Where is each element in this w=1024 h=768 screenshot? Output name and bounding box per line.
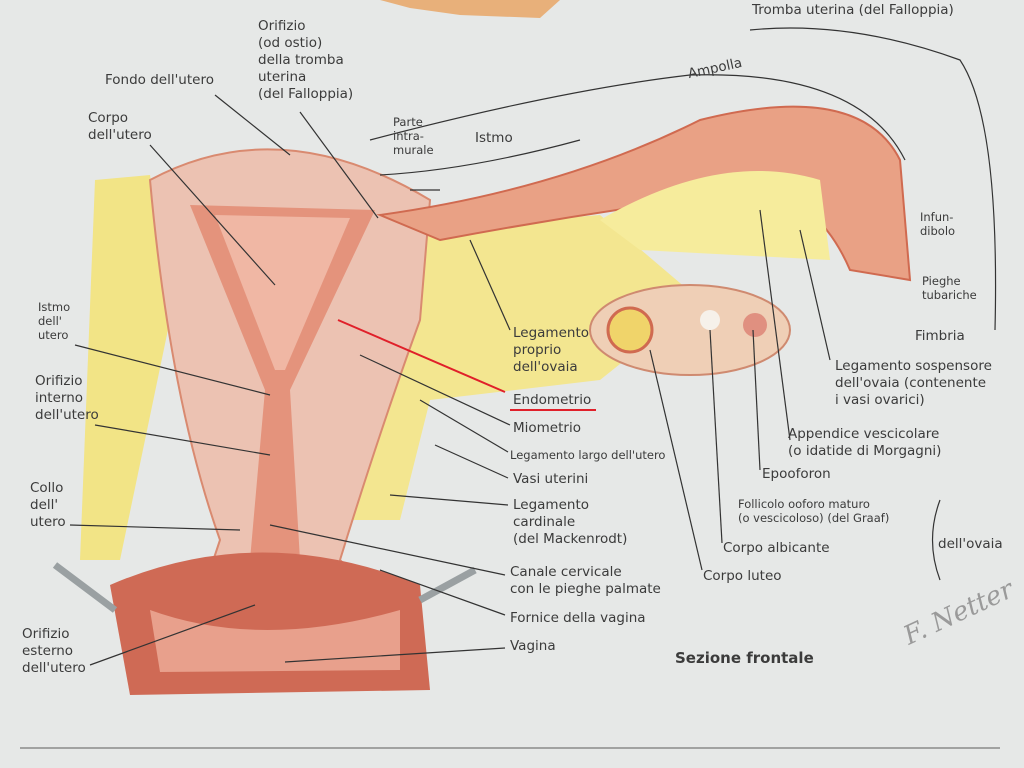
label-appendice-vescicolare: Appendice vescicolare (o idatide di Morg… [788,426,942,459]
broad-ligament-right [350,215,700,520]
corpus-luteum [606,306,654,354]
leader-lines [69,27,997,666]
label-orifizio-esterno: Orifizio esterno dell'utero [22,626,86,676]
label-orifizio-interno: Orifizio interno dell'utero [35,373,99,423]
label-collo-utero: Collo dell' utero [30,480,66,530]
label-istmo: Istmo [475,130,513,146]
label-canale-cervicale: Canale cervicale con le pieghe palmate [510,564,661,597]
label-tromba-uterina: Tromba uterina (del Falloppia) [752,2,954,18]
retractor-right [418,566,477,604]
follicle [743,313,767,337]
label-epooforon: Epooforon [762,466,831,482]
label-corpo-luteo: Corpo luteo [703,568,782,584]
label-legamento-largo: Legamento largo dell'utero [510,448,666,462]
label-fondo-utero: Fondo dell'utero [105,72,214,88]
label-pieghe-tubariche: Pieghe tubariche [922,274,977,302]
label-endometrio: Endometrio [513,392,592,408]
broad-ligament [80,175,170,560]
label-vagina: Vagina [510,638,556,654]
endometrio-pointer [337,319,506,393]
label-dell-ovaia: dell'ovaia [938,536,1003,552]
label-legamento-proprio: Legamento proprio dell'ovaia [513,325,589,375]
label-fimbria: Fimbria [915,328,965,344]
label-legamento-cardinale: Legamento cardinale (del Mackenrodt) [513,497,628,547]
retractor-left [52,562,118,613]
vagina-inner [150,610,400,672]
upper-figure-fragment [380,0,560,18]
label-fornice-vagina: Fornice della vagina [510,610,646,626]
corpus-albicans [700,310,720,330]
label-istmo-utero: Istmo dell' utero [38,300,71,342]
uterine-cavity [190,205,375,560]
label-corpo-utero: Corpo dell'utero [88,110,152,143]
label-orifizio-tromba: Orifizio (od ostio) della tromba uterina… [258,18,354,102]
endometrium [215,215,350,370]
ovary [589,284,791,376]
label-infundibolo: Infun- dibolo [920,210,956,238]
figure-title: Sezione frontale [675,649,814,667]
tube-interior [600,171,830,260]
label-legamento-sospensore: Legamento sospensore dell'ovaia (contene… [835,358,992,408]
label-vasi-uterini: Vasi uterini [513,471,589,487]
label-parte-intramurale: Parte intra- murale [393,115,434,157]
label-miometrio: Miometrio [513,420,581,436]
label-corpo-albicante: Corpo albicante [723,540,830,556]
label-follicolo: Follicolo ooforo maturo (o vescicoloso) … [738,497,890,525]
